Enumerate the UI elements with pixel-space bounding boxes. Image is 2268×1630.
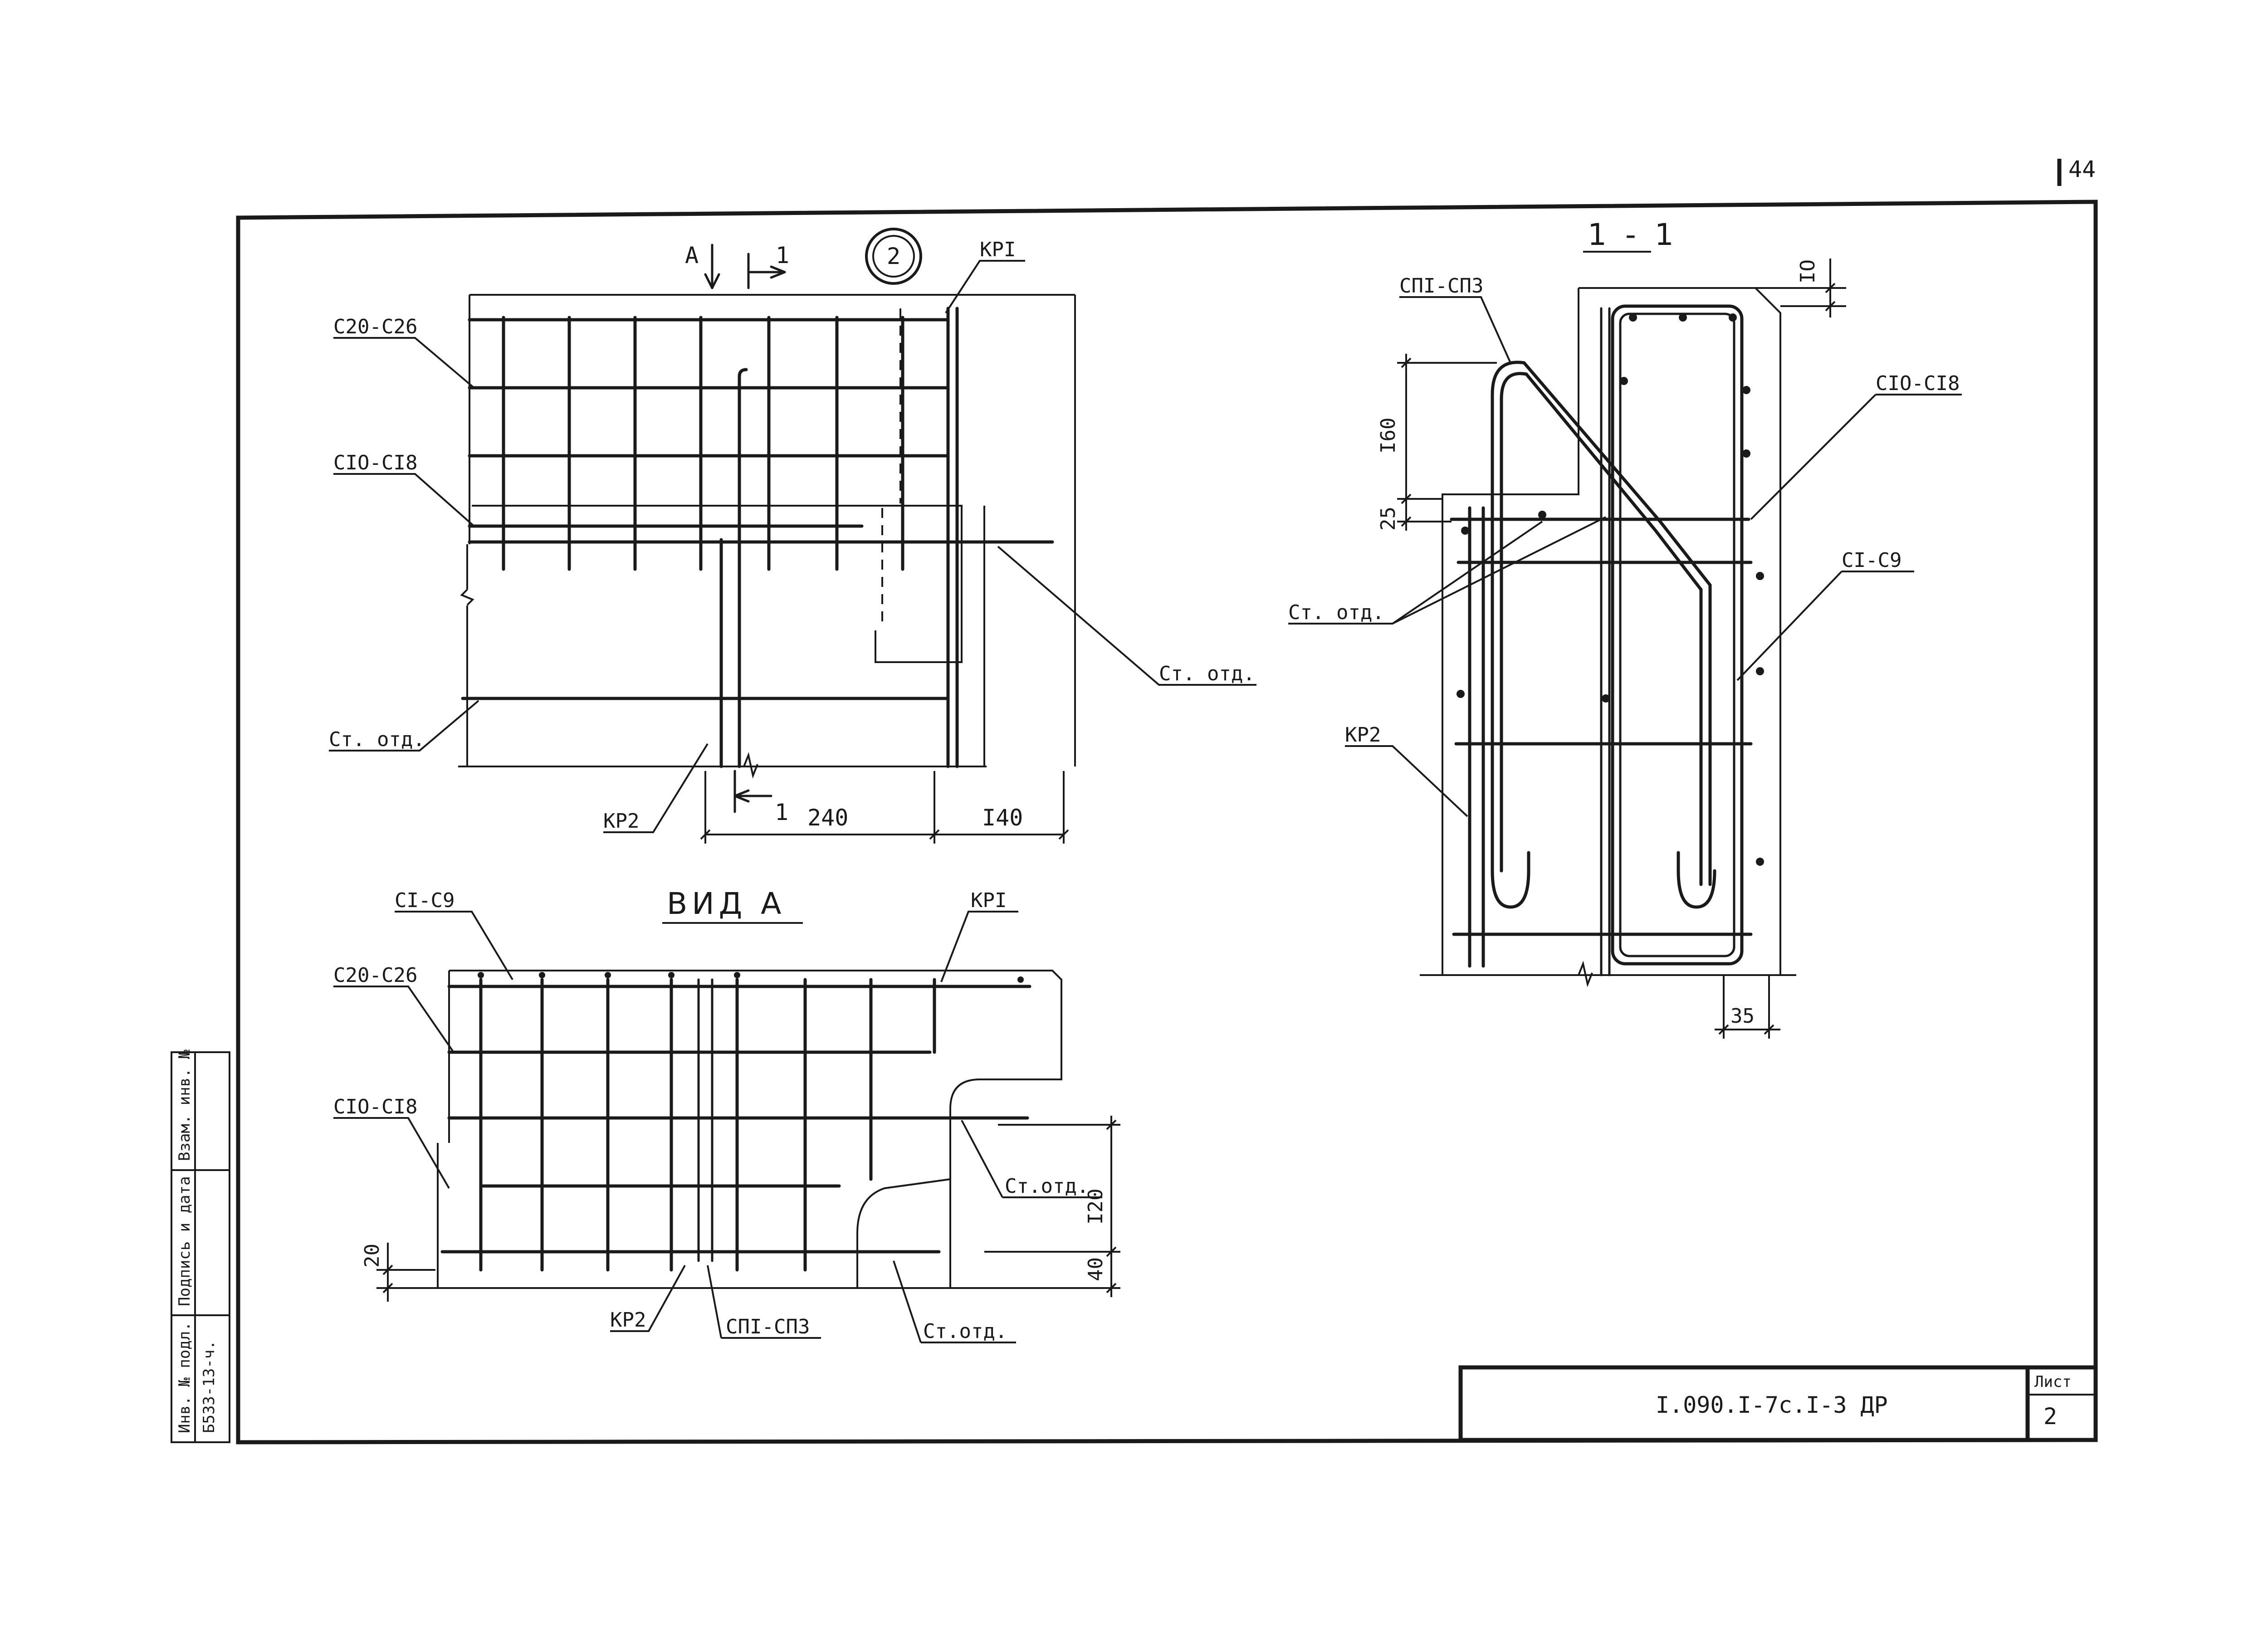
label-c10-c18: CIO-CI8 <box>333 451 417 474</box>
view-a: ВИД А <box>333 886 1120 1343</box>
top-left-vertical-bars <box>502 307 959 768</box>
view-a-bar-ends <box>478 972 1024 983</box>
label-sec-c1-c9: CI-C9 <box>1842 549 1901 572</box>
view-arrow-letter: А <box>685 242 699 268</box>
title-block: I.090.I-7c.I-3 ДР Лист 2 <box>1458 1365 2098 1442</box>
section-1-1: 1 - 1 <box>1288 217 1962 1039</box>
designation: I.090.I-7c.I-3 ДР <box>1656 1392 1888 1418</box>
label-kp1: КРI <box>980 238 1016 261</box>
label-sec-st-otd: Ст. отд. <box>1288 601 1384 624</box>
label-va-st-otd-right: Ст.отд. <box>1005 1175 1089 1198</box>
label-sec-c10-c18: CIO-CI8 <box>1876 372 1960 395</box>
dim-25: 25 <box>1377 507 1400 531</box>
top-left-view: А 1 1 2 240 I40 C20-C26 CIO-CI8 Ст. отд.… <box>329 228 1256 844</box>
dim-140: I40 <box>982 805 1023 831</box>
label-kp2: КР2 <box>603 810 639 833</box>
sheet-label: Лист <box>2034 1373 2072 1391</box>
side-stamp: Инв. № подл. Подпись и дата Взам. инв. №… <box>171 1049 230 1443</box>
label-c20-c26: C20-C26 <box>333 315 417 338</box>
dim-160: I60 <box>1377 418 1400 454</box>
label-va-kp1: КРI <box>971 889 1007 912</box>
label-st-otd-left: Ст. отд. <box>329 728 425 751</box>
page-corner-number: 44 <box>2068 156 2096 182</box>
label-va-kp2: КР2 <box>610 1308 646 1332</box>
dim-240: 240 <box>807 805 848 831</box>
section-bar-ends <box>1457 313 1764 866</box>
stamp-signature-label: Подпись и дата <box>176 1176 194 1306</box>
dim-20: 20 <box>361 1244 384 1268</box>
section-cut-number-top: 1 <box>776 242 789 268</box>
dim-35: 35 <box>1730 1005 1755 1028</box>
dim-40: 40 <box>1084 1257 1107 1281</box>
label-st-otd-right: Ст. отд. <box>1159 662 1255 685</box>
section-title: 1 - 1 <box>1588 217 1678 252</box>
label-va-c1-c9: CI-C9 <box>395 889 455 912</box>
detail-marker-number: 2 <box>887 243 900 269</box>
view-a-vertical-bars <box>479 978 936 1272</box>
label-va-st-otd-bottom: Ст.отд. <box>923 1320 1007 1343</box>
stamp-replace-label: Взам. инв. № <box>176 1049 194 1161</box>
sheet-frame: 44 <box>236 156 2098 1445</box>
view-a-title: ВИД А <box>667 886 786 921</box>
section-cut-number-bottom: 1 <box>775 799 788 825</box>
label-sec-sp1-sp3: СПI-СПЗ <box>1399 274 1483 298</box>
sheet-number: 2 <box>2043 1403 2057 1430</box>
label-va-c10-c18: CIO-CI8 <box>333 1095 417 1118</box>
label-va-sp1-sp3: СПI-СПЗ <box>726 1315 810 1338</box>
stamp-inventory-number: Б533-13-ч. <box>200 1340 218 1433</box>
dim-120: I20 <box>1084 1189 1107 1225</box>
label-va-c20-c26: C20-C26 <box>333 964 417 987</box>
dim-10: IO <box>1796 259 1819 283</box>
label-sec-kp2: КР2 <box>1345 723 1381 747</box>
stamp-inventory-label: Инв. № подл. <box>176 1322 194 1433</box>
